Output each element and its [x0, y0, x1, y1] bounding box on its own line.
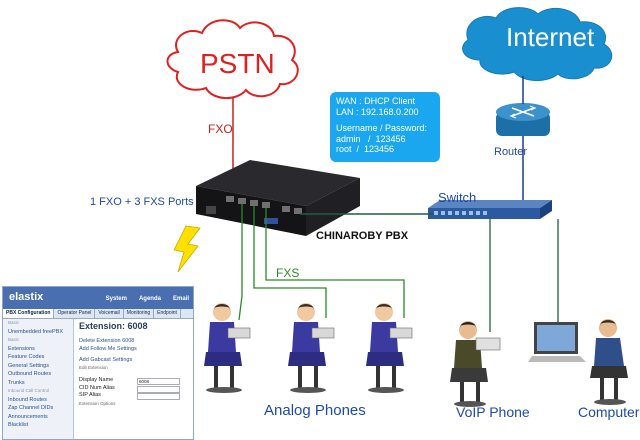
- switch-icon: [428, 200, 552, 219]
- sidebar-section: Basic: [8, 320, 20, 325]
- sidebar-item[interactable]: Trunks: [8, 379, 25, 386]
- sidebar-item[interactable]: Outbound Routes: [8, 371, 52, 377]
- ports-label: 1 FXO + 3 FXS Ports: [90, 196, 194, 208]
- fxo-label: FXO: [208, 122, 233, 136]
- pbx-box: [196, 160, 360, 236]
- sip-alias-row: SIP Alias: [79, 392, 191, 400]
- sidebar-item[interactable]: General Settings: [8, 362, 49, 369]
- sidebar-item[interactable]: Blacklist: [8, 422, 29, 428]
- internet-label: Internet: [506, 22, 595, 52]
- credentials-callout: WAN : DHCP Client LAN : 192.168.0.200 Us…: [330, 92, 440, 162]
- top-tab-email[interactable]: Email: [172, 296, 189, 302]
- extension-heading: Extension: 6008: [79, 321, 148, 331]
- tab-voicemail[interactable]: Voicemail: [95, 309, 124, 318]
- elastix-sidebar: Basic Unembedded freePBX Basic Extension…: [3, 319, 74, 439]
- elastix-topbar: elastix System Agenda Email: [3, 287, 193, 309]
- cid-num-alias-label: CID Num Alias: [79, 384, 115, 391]
- display-name-label: Display Name: [79, 377, 114, 383]
- callout-line: Username / Password:: [336, 123, 428, 133]
- analog-phones-label: Analog Phones: [264, 402, 366, 419]
- elastix-main: Extension: 6008 Delete Extension 6008 Ad…: [79, 321, 191, 439]
- extension-options-subheading: Extension Options: [79, 400, 116, 406]
- router-icon: [496, 103, 550, 136]
- cid-num-alias-field[interactable]: [137, 385, 180, 393]
- sidebar-item[interactable]: Announcements: [8, 413, 48, 420]
- add-follow-me-link[interactable]: Add Follow Me Settings: [79, 346, 137, 352]
- sip-alias-label: SIP Alias: [79, 392, 101, 398]
- elastix-screenshot: elastix System Agenda Email PBX Configur…: [2, 286, 194, 440]
- router-label: Router: [494, 146, 528, 158]
- display-name-field[interactable]: 6008: [137, 378, 180, 385]
- wireless-bolt-icon: [173, 225, 201, 273]
- laptop-icon: [528, 322, 586, 362]
- add-gabcast-link[interactable]: Add Gabcast Settings: [79, 357, 133, 363]
- fxs-label: FXS: [276, 266, 300, 280]
- voip-phone-person-icon: [450, 321, 501, 407]
- switch-label: Switch: [438, 190, 477, 205]
- top-tab-agenda[interactable]: Agenda: [138, 296, 161, 302]
- elastix-logo: elastix: [9, 291, 44, 303]
- fxs-lines: [238, 204, 405, 321]
- callout-line: root / 123456: [336, 144, 395, 154]
- delete-extension-link[interactable]: Delete Extension 6008: [79, 338, 135, 344]
- tab-operator-panel[interactable]: Operator Panel: [54, 309, 96, 318]
- callout-line: LAN : 192.168.0.200: [336, 106, 419, 117]
- sidebar-item[interactable]: Extensions: [8, 345, 35, 352]
- edit-extension-subheading: Edit Extension: [79, 365, 108, 370]
- analog-phone-person-icon: [366, 303, 413, 393]
- voip-phone-label: VoIP Phone: [456, 404, 530, 420]
- sidebar-item[interactable]: Feature Codes: [8, 354, 45, 360]
- internet-cloud: [462, 7, 613, 81]
- tab-endpoint[interactable]: Endpoint: [154, 309, 181, 318]
- elastix-tabs: PBX Configuration Operator Panel Voicema…: [3, 309, 193, 319]
- analog-phone-person-icon: [204, 303, 251, 393]
- sip-alias-field[interactable]: [137, 393, 180, 400]
- top-tab-system[interactable]: System: [105, 296, 127, 302]
- callout-line: WAN : DHCP Client: [336, 96, 416, 106]
- sidebar-item[interactable]: Unembedded freePBX: [8, 328, 64, 335]
- sidebar-item[interactable]: Zap Channel DIDs: [8, 405, 54, 411]
- tab-pbx-configuration[interactable]: PBX Configuration: [3, 309, 55, 318]
- pstn-cloud: [166, 19, 299, 99]
- pstn-label: PSTN: [200, 48, 275, 79]
- sidebar-item[interactable]: Inbound Routes: [8, 396, 47, 403]
- sidebar-section: Basic: [8, 337, 20, 342]
- cid-num-alias-row: CID Num Alias: [79, 385, 191, 393]
- sidebar-section: Inbound Call Control: [8, 388, 50, 393]
- computer-label: Computer: [578, 404, 640, 420]
- computer-user-icon: [590, 319, 628, 405]
- pbx-label: CHINAROBY PBX: [316, 230, 409, 242]
- callout-line: admin / 123456: [336, 133, 406, 144]
- tab-monitoring[interactable]: Monitoring: [124, 309, 155, 318]
- analog-phone-person-icon: [288, 303, 335, 393]
- display-name-row: Display Name 6008: [79, 377, 191, 385]
